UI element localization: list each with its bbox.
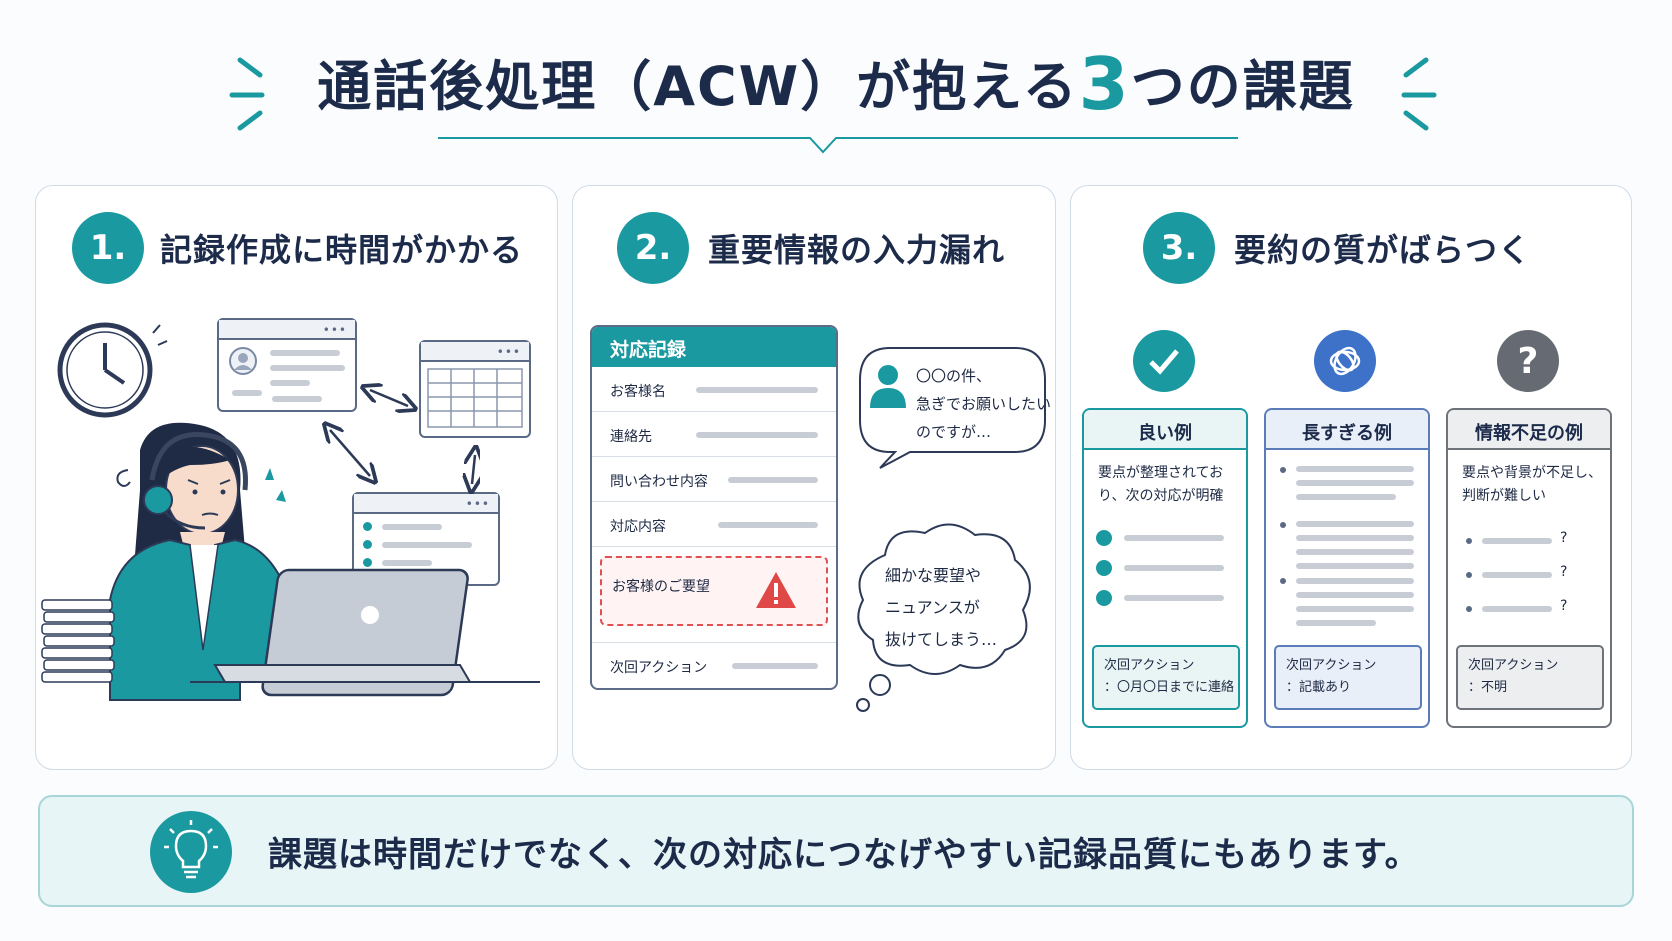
question-icon: ?	[1497, 330, 1559, 392]
summary-text: 課題は時間だけでなく、次の対応につなげやすい記録品質にもあります。	[268, 835, 1420, 875]
call-record-form: 対応記録 お客様名 連絡先 問い合わせ内容 対応内容 次回アクション	[590, 325, 838, 690]
good-example-card: 良い例 要点が整理されており、次の対応が明確 次回アクション：〇月〇日までに連絡	[1082, 408, 1248, 728]
form-field-label: 次回アクション	[610, 660, 708, 676]
speech-bubble	[859, 347, 1046, 469]
tangled-icon	[1314, 330, 1376, 392]
next-action-box: 次回アクション：〇月〇日までに連絡	[1092, 645, 1240, 710]
example-description: 要点や背景が不足し、判断が難しい	[1462, 465, 1602, 504]
thought-bubble	[856, 523, 1031, 712]
card-number: 1.	[72, 212, 144, 284]
form-field-label: お客様名	[610, 384, 666, 400]
app-window-table: •••	[419, 340, 531, 438]
card-title: 要約の質がばらつく	[1234, 231, 1532, 269]
example-description: 要点が整理されており、次の対応が明確	[1098, 465, 1224, 504]
form-field-label: 連絡先	[610, 429, 652, 445]
next-action-box: 次回アクション：不明	[1456, 645, 1604, 710]
missing-field-warning: お客様のご要望	[600, 556, 828, 626]
form-field-label: 対応内容	[610, 519, 666, 535]
clock-icon	[57, 322, 168, 418]
example-title: 良い例	[1084, 410, 1246, 450]
warning-icon	[756, 572, 796, 608]
form-header: 対応記録	[592, 327, 836, 367]
check-icon	[1133, 330, 1195, 392]
lightbulb-icon	[150, 811, 232, 893]
speech-bubble-text: 〇〇の件、急ぎでお願いしたいのですが…	[916, 367, 1052, 441]
form-field-label: 問い合わせ内容	[610, 474, 708, 490]
form-field-label: お客様のご要望	[612, 579, 710, 595]
emphasis-lines-icon	[229, 57, 265, 131]
table-grid-icon	[427, 368, 523, 428]
emphasis-lines-icon	[1401, 57, 1437, 131]
insufficient-example-card: 情報不足の例 要点や背景が不足し、判断が難しい ? ? ? 次回アクション：不明	[1446, 408, 1612, 728]
title-underline	[438, 137, 1238, 154]
next-action-box: 次回アクション：記載あり	[1274, 645, 1422, 710]
app-window-list: •••	[352, 492, 500, 586]
example-title: 情報不足の例	[1448, 410, 1610, 450]
example-title: 長すぎる例	[1266, 410, 1428, 450]
too-long-example-card: 長すぎる例 次回アクション：記載あり	[1264, 408, 1430, 728]
user-avatar-icon	[229, 347, 257, 375]
page-title: 通話後処理（ACW）が抱える3つの課題	[317, 42, 1355, 126]
card-title: 記録作成に時間がかかる	[160, 231, 524, 269]
card-number: 2.	[617, 212, 689, 284]
thought-bubble-text: 細かな要望やニュアンスが抜けてしまう…	[885, 566, 998, 649]
card-title: 重要情報の入力漏れ	[708, 231, 1006, 269]
switching-arrows-icon	[320, 380, 480, 500]
operator-illustration	[41, 422, 540, 701]
summary-banner: 課題は時間だけでなく、次の対応につなげやすい記録品質にもあります。	[38, 795, 1634, 907]
card-number: 3.	[1143, 212, 1215, 284]
